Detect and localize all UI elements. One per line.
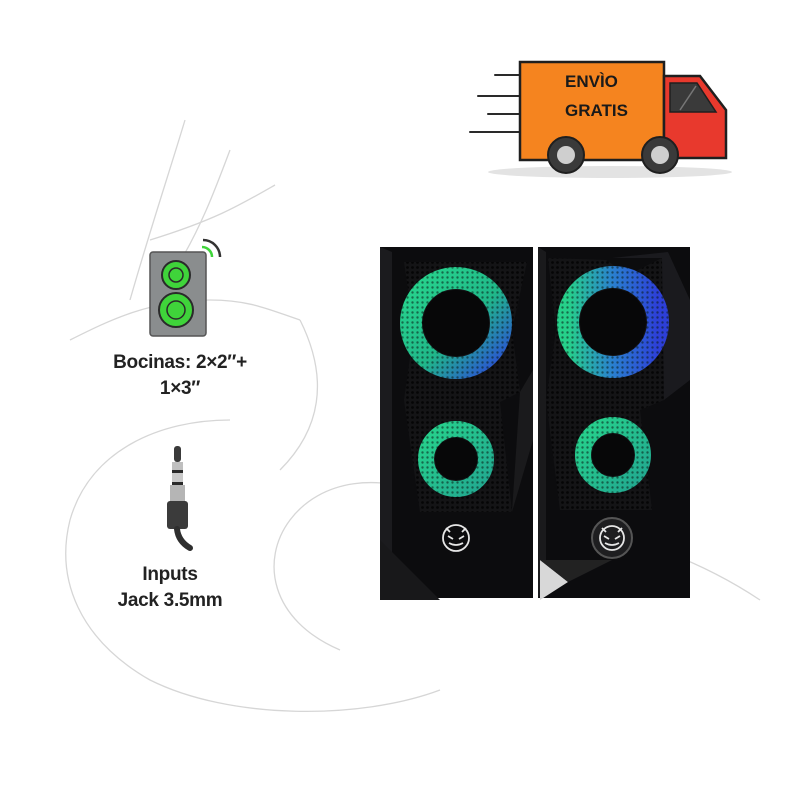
right-speaker <box>538 247 690 600</box>
jack-spec-line2: Jack 3.5mm <box>117 590 223 611</box>
speaker-icon <box>149 238 222 337</box>
speakers-spec-line1: Bocinas: 2×2″+ <box>113 352 247 373</box>
volume-knob <box>591 517 633 559</box>
speakers-feature-label: Bocinas: 2×2″+ 1×3″ <box>90 350 270 402</box>
free-shipping-truck-icon <box>469 60 732 178</box>
left-speaker <box>380 247 533 600</box>
jack-spec-line1: Inputs <box>142 564 198 585</box>
free-shipping-line1: ENVÌO <box>565 72 618 91</box>
jack-feature-label: Inputs Jack 3.5mm <box>95 562 245 614</box>
audio-jack-icon <box>167 446 193 551</box>
speakers-spec-line2: 1×3″ <box>159 378 201 399</box>
left-speaker-logo-icon <box>442 524 470 552</box>
free-shipping-line2: GRATIS <box>565 101 628 120</box>
right-speaker-logo-icon <box>599 525 625 551</box>
